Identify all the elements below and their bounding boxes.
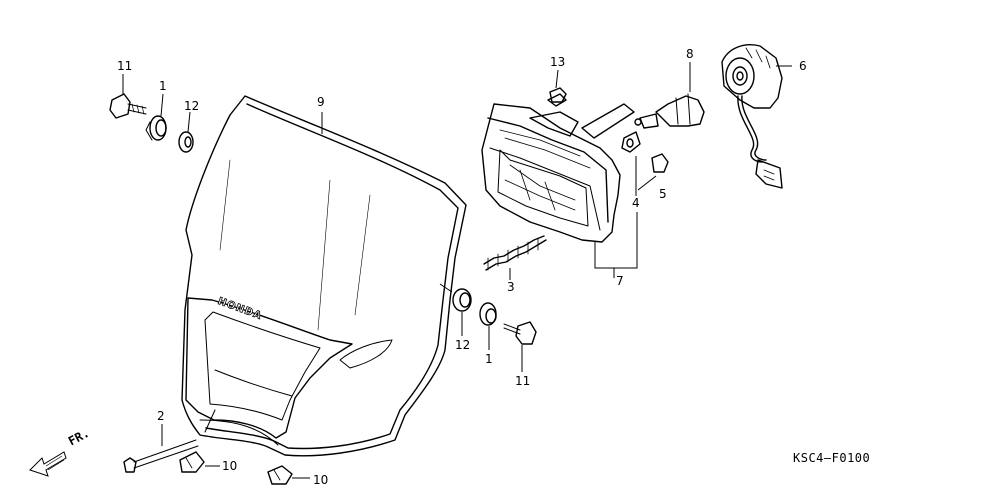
nut [651, 153, 669, 173]
callout-1-top: 1 [159, 79, 167, 93]
callout-9: 9 [317, 95, 325, 109]
leader-lines [35, 62, 792, 479]
collar-top-left [178, 131, 194, 153]
callout-2: 2 [157, 409, 165, 423]
bolt-bottom [503, 321, 537, 345]
callout-12-bottom: 12 [455, 338, 471, 352]
long-bolt [123, 439, 199, 473]
callout-10-right: 10 [313, 473, 329, 487]
socket-cover [721, 44, 783, 189]
callout-10-left: 10 [222, 459, 238, 473]
bolt-top-left [109, 93, 147, 119]
grommet-bottom [479, 302, 497, 326]
callout-3: 3 [507, 280, 515, 294]
collar-bottom [452, 288, 472, 312]
cushion [621, 131, 641, 153]
callout-4: 4 [632, 196, 640, 210]
headlight-bulb [634, 93, 705, 129]
grommet-top-left [145, 115, 167, 141]
screw-top [549, 87, 567, 103]
diagram-code: KSC4—F0100 [793, 451, 871, 465]
callout-8: 8 [686, 47, 694, 61]
callout-6: 6 [799, 59, 807, 73]
callout-12-top: 12 [184, 99, 200, 113]
callout-11-top: 11 [117, 59, 133, 73]
callout-5: 5 [659, 187, 667, 201]
front-arrow-icon [29, 451, 67, 477]
headlight-unit [481, 93, 635, 243]
callout-11-bottom: 11 [515, 374, 531, 388]
clip-right [267, 465, 293, 485]
callout-7: 7 [616, 274, 624, 288]
headlight-cowl [181, 95, 467, 457]
clip-left [179, 451, 205, 473]
callout-1-bottom: 1 [485, 352, 493, 366]
callout-13: 13 [550, 55, 566, 69]
spring [483, 235, 547, 271]
